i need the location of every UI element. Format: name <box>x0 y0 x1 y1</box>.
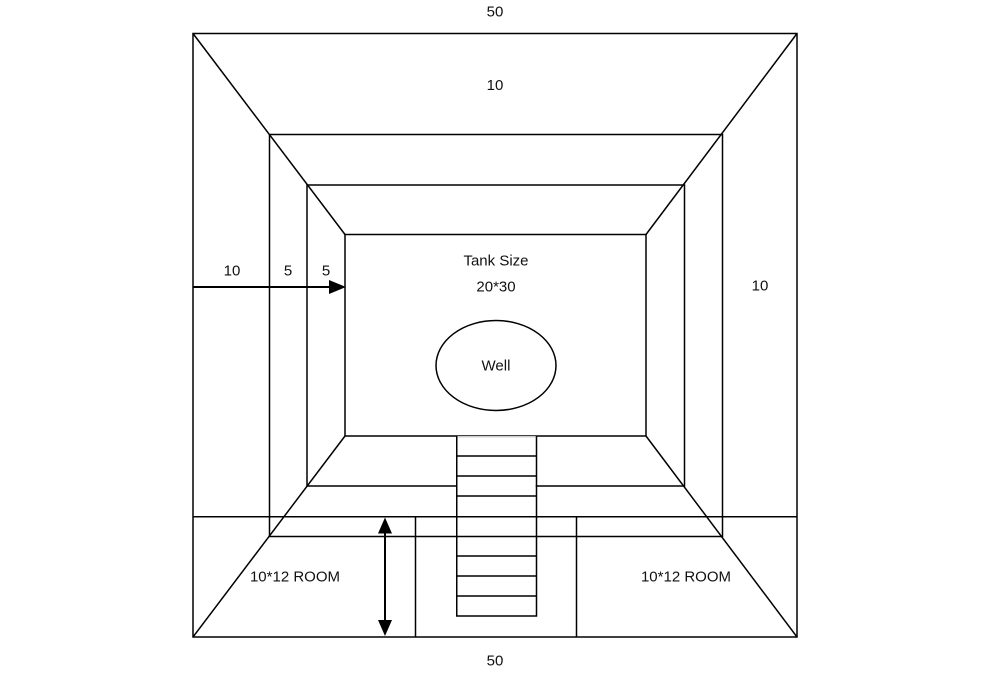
staircase-outline <box>456 436 538 617</box>
dim-label-right-wall: 10 <box>752 278 769 295</box>
diagonal-bottom-right <box>645 435 798 638</box>
outer-boundary-rect <box>192 32 798 638</box>
tank-size-label: 20*30 <box>476 279 515 296</box>
well-label: Well <box>482 358 511 375</box>
diagonal-top-left <box>192 33 346 235</box>
well-ellipse <box>435 319 557 412</box>
dim-label-left-wall-b: 5 <box>322 263 330 280</box>
staircase <box>456 436 538 617</box>
tank-title-label: Tank Size <box>463 253 528 270</box>
arrow-head-down-icon <box>378 620 392 636</box>
diagonal-top-right <box>645 33 798 235</box>
staircase-background <box>456 436 536 616</box>
arrow-head-up-icon <box>378 517 392 534</box>
room-label-right: 10*12 ROOM <box>641 569 731 586</box>
room-label-left: 10*12 ROOM <box>250 569 340 586</box>
dimension-arrow-vertical <box>378 517 392 636</box>
diagonal-bottom-left <box>192 435 346 638</box>
dimension-arrow-horizontal <box>193 280 346 294</box>
dim-label-top-wall: 10 <box>487 77 504 94</box>
arrow-head-right-icon <box>329 280 346 294</box>
dim-label-left-wall-a: 5 <box>284 263 292 280</box>
dim-label-outer-top: 50 <box>487 4 504 21</box>
dim-label-left-outer: 10 <box>224 263 241 280</box>
dim-label-outer-bottom: 50 <box>487 653 504 670</box>
